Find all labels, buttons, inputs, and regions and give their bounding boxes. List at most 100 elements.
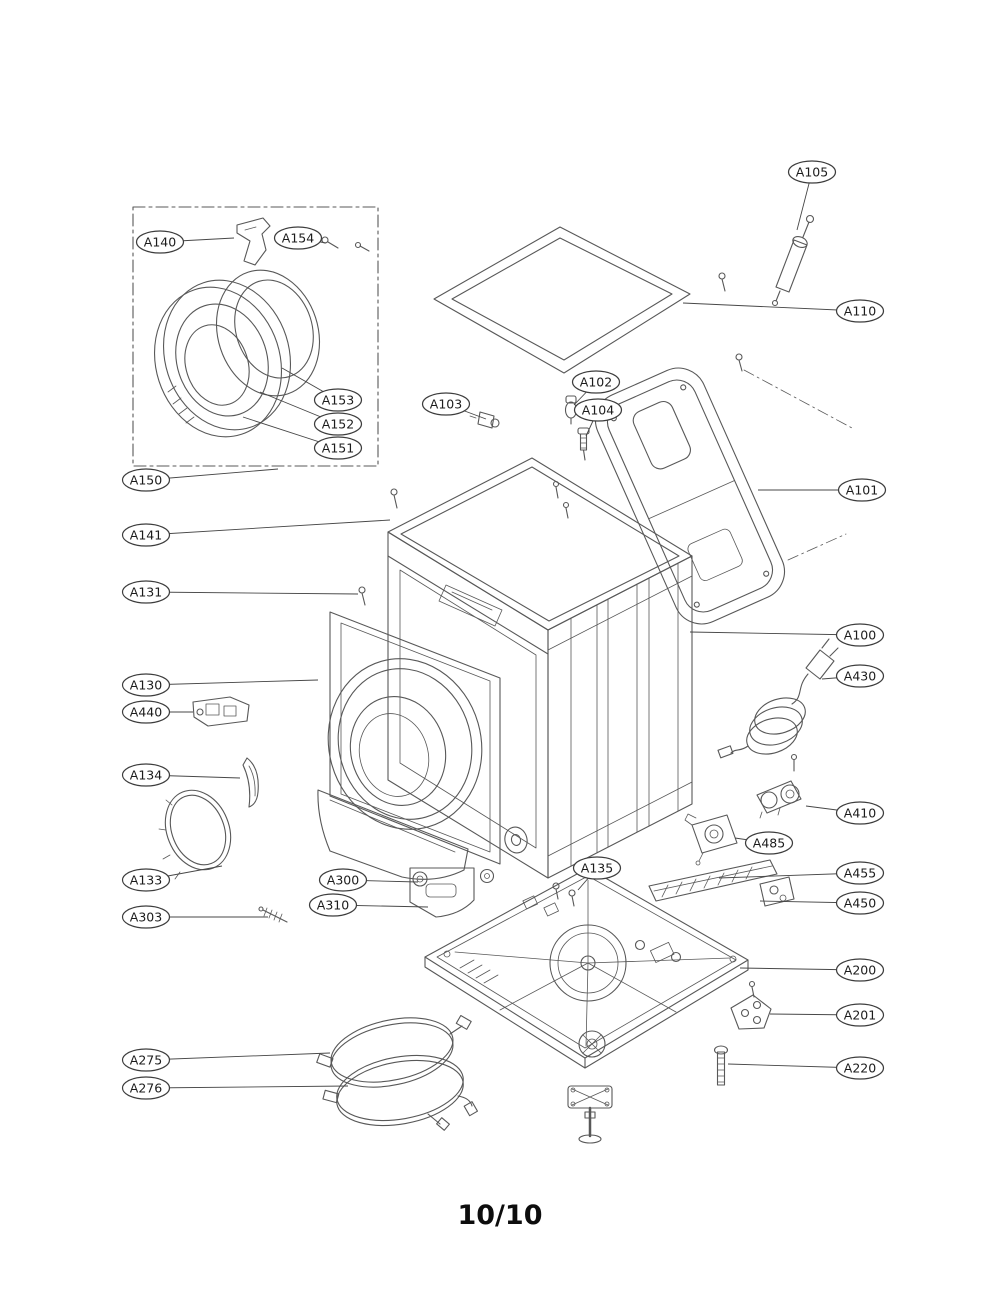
part-label-oval[interactable] — [273, 226, 323, 250]
callout-A440[interactable]: A440 — [121, 700, 194, 724]
part-label-oval[interactable] — [421, 392, 471, 416]
part-label-oval[interactable] — [121, 580, 171, 604]
callout-A154[interactable]: A154 — [273, 226, 327, 250]
callout-A140[interactable]: A140 — [135, 230, 235, 254]
callout-A303[interactable]: A303 — [121, 905, 269, 929]
callout-A220[interactable]: A220 — [727, 1056, 885, 1080]
part-label-text: A430 — [844, 669, 876, 684]
part-label-text: A201 — [844, 1008, 876, 1023]
callout-A100[interactable]: A100 — [689, 623, 885, 647]
part-label-oval[interactable] — [313, 388, 363, 412]
part-label-text: A310 — [317, 898, 349, 913]
base-assembly-drawing — [424, 867, 749, 1069]
door-hinge-drawing — [236, 217, 271, 266]
part-label-text: A141 — [130, 528, 162, 543]
door-assembly-drawing — [132, 206, 379, 467]
part-label-oval[interactable] — [135, 230, 185, 254]
part-label-oval[interactable] — [835, 1003, 885, 1027]
callout-leader-line — [145, 519, 391, 536]
part-label-text: A220 — [844, 1061, 876, 1076]
callout-leader-line — [682, 302, 861, 312]
callout-A153[interactable]: A153 — [281, 367, 363, 412]
callout-A201[interactable]: A201 — [769, 1003, 885, 1027]
part-label-oval[interactable] — [121, 763, 171, 787]
callout-A102[interactable]: A102 — [571, 370, 621, 406]
part-label-text: A455 — [844, 866, 876, 881]
part-label-oval[interactable] — [318, 868, 368, 892]
part-label-text: A200 — [844, 963, 876, 978]
part-label-oval[interactable] — [121, 523, 171, 547]
damper-drawing — [771, 214, 815, 307]
callout-A130[interactable]: A130 — [121, 673, 319, 697]
part-label-text: A485 — [753, 836, 785, 851]
drawer-housing-drawing — [409, 867, 475, 918]
part-label-oval[interactable] — [121, 1048, 171, 1072]
part-label-oval[interactable] — [837, 478, 887, 502]
part-label-text: A151 — [322, 441, 354, 456]
callout-A103[interactable]: A103 — [421, 392, 487, 420]
power-cord-drawing — [717, 638, 839, 759]
callout-A276[interactable]: A276 — [121, 1076, 349, 1100]
callout-leader-line — [145, 1085, 349, 1089]
part-label-oval[interactable] — [835, 958, 885, 982]
part-label-text: A300 — [327, 873, 359, 888]
part-label-oval[interactable] — [835, 891, 885, 915]
callout-A135[interactable]: A135 — [572, 856, 622, 891]
part-label-oval[interactable] — [121, 468, 171, 492]
back-panel-screws-drawing — [735, 353, 853, 561]
part-label-oval[interactable] — [571, 370, 621, 394]
part-label-oval[interactable] — [313, 436, 363, 460]
part-label-oval[interactable] — [573, 398, 623, 422]
callout-A133[interactable]: A133 — [121, 865, 223, 892]
callout-A275[interactable]: A275 — [121, 1048, 331, 1072]
part-label-oval[interactable] — [308, 893, 358, 917]
part-label-oval[interactable] — [572, 856, 622, 880]
inlet-valve-drawing — [756, 753, 802, 819]
callout-A150[interactable]: A150 — [121, 468, 279, 492]
part-label-oval[interactable] — [744, 831, 794, 855]
callout-A131[interactable]: A131 — [121, 580, 359, 604]
callout-A104[interactable]: A104 — [573, 398, 623, 437]
part-label-oval[interactable] — [121, 700, 171, 724]
part-label-text: A276 — [130, 1081, 162, 1096]
callout-A105[interactable]: A105 — [787, 160, 837, 231]
rail-bracket-drawing — [759, 876, 795, 907]
part-label-oval[interactable] — [835, 664, 885, 688]
callout-A455[interactable]: A455 — [718, 861, 885, 885]
callout-A200[interactable]: A200 — [739, 958, 885, 982]
callout-A430[interactable]: A430 — [821, 664, 885, 688]
callout-leader-line — [689, 631, 861, 636]
part-label-oval[interactable] — [835, 801, 885, 825]
part-label-oval[interactable] — [121, 673, 171, 697]
callout-A310[interactable]: A310 — [308, 893, 429, 917]
part-label-oval[interactable] — [313, 412, 363, 436]
hose-upper-drawing — [316, 1014, 472, 1088]
part-label-text: A100 — [844, 628, 876, 643]
callout-A151[interactable]: A151 — [242, 416, 363, 460]
part-label-oval[interactable] — [835, 861, 885, 885]
callout-A300[interactable]: A300 — [318, 868, 419, 892]
callout-A101[interactable]: A101 — [758, 478, 887, 502]
part-label-oval[interactable] — [121, 868, 171, 892]
callout-A450[interactable]: A450 — [759, 891, 885, 915]
part-label-oval[interactable] — [835, 299, 885, 323]
corner-bracket-drawing — [730, 980, 772, 1030]
callout-leader-line — [145, 1052, 331, 1061]
cabinet-screw-a141-drawing — [390, 488, 398, 509]
callout-A485[interactable]: A485 — [734, 831, 794, 855]
part-label-oval[interactable] — [121, 1076, 171, 1100]
part-label-oval[interactable] — [787, 160, 837, 184]
callout-A134[interactable]: A134 — [121, 763, 241, 787]
part-label-oval[interactable] — [835, 623, 885, 647]
part-label-oval[interactable] — [835, 1056, 885, 1080]
callout-A152[interactable]: A152 — [259, 391, 363, 436]
callout-A410[interactable]: A410 — [805, 801, 885, 825]
part-label-oval[interactable] — [121, 905, 171, 929]
callout-A110[interactable]: A110 — [682, 299, 885, 323]
detail-box-outline — [132, 206, 379, 467]
part-label-text: A135 — [581, 861, 613, 876]
hose-lower-drawing — [322, 1054, 479, 1131]
callout-A141[interactable]: A141 — [121, 519, 391, 547]
